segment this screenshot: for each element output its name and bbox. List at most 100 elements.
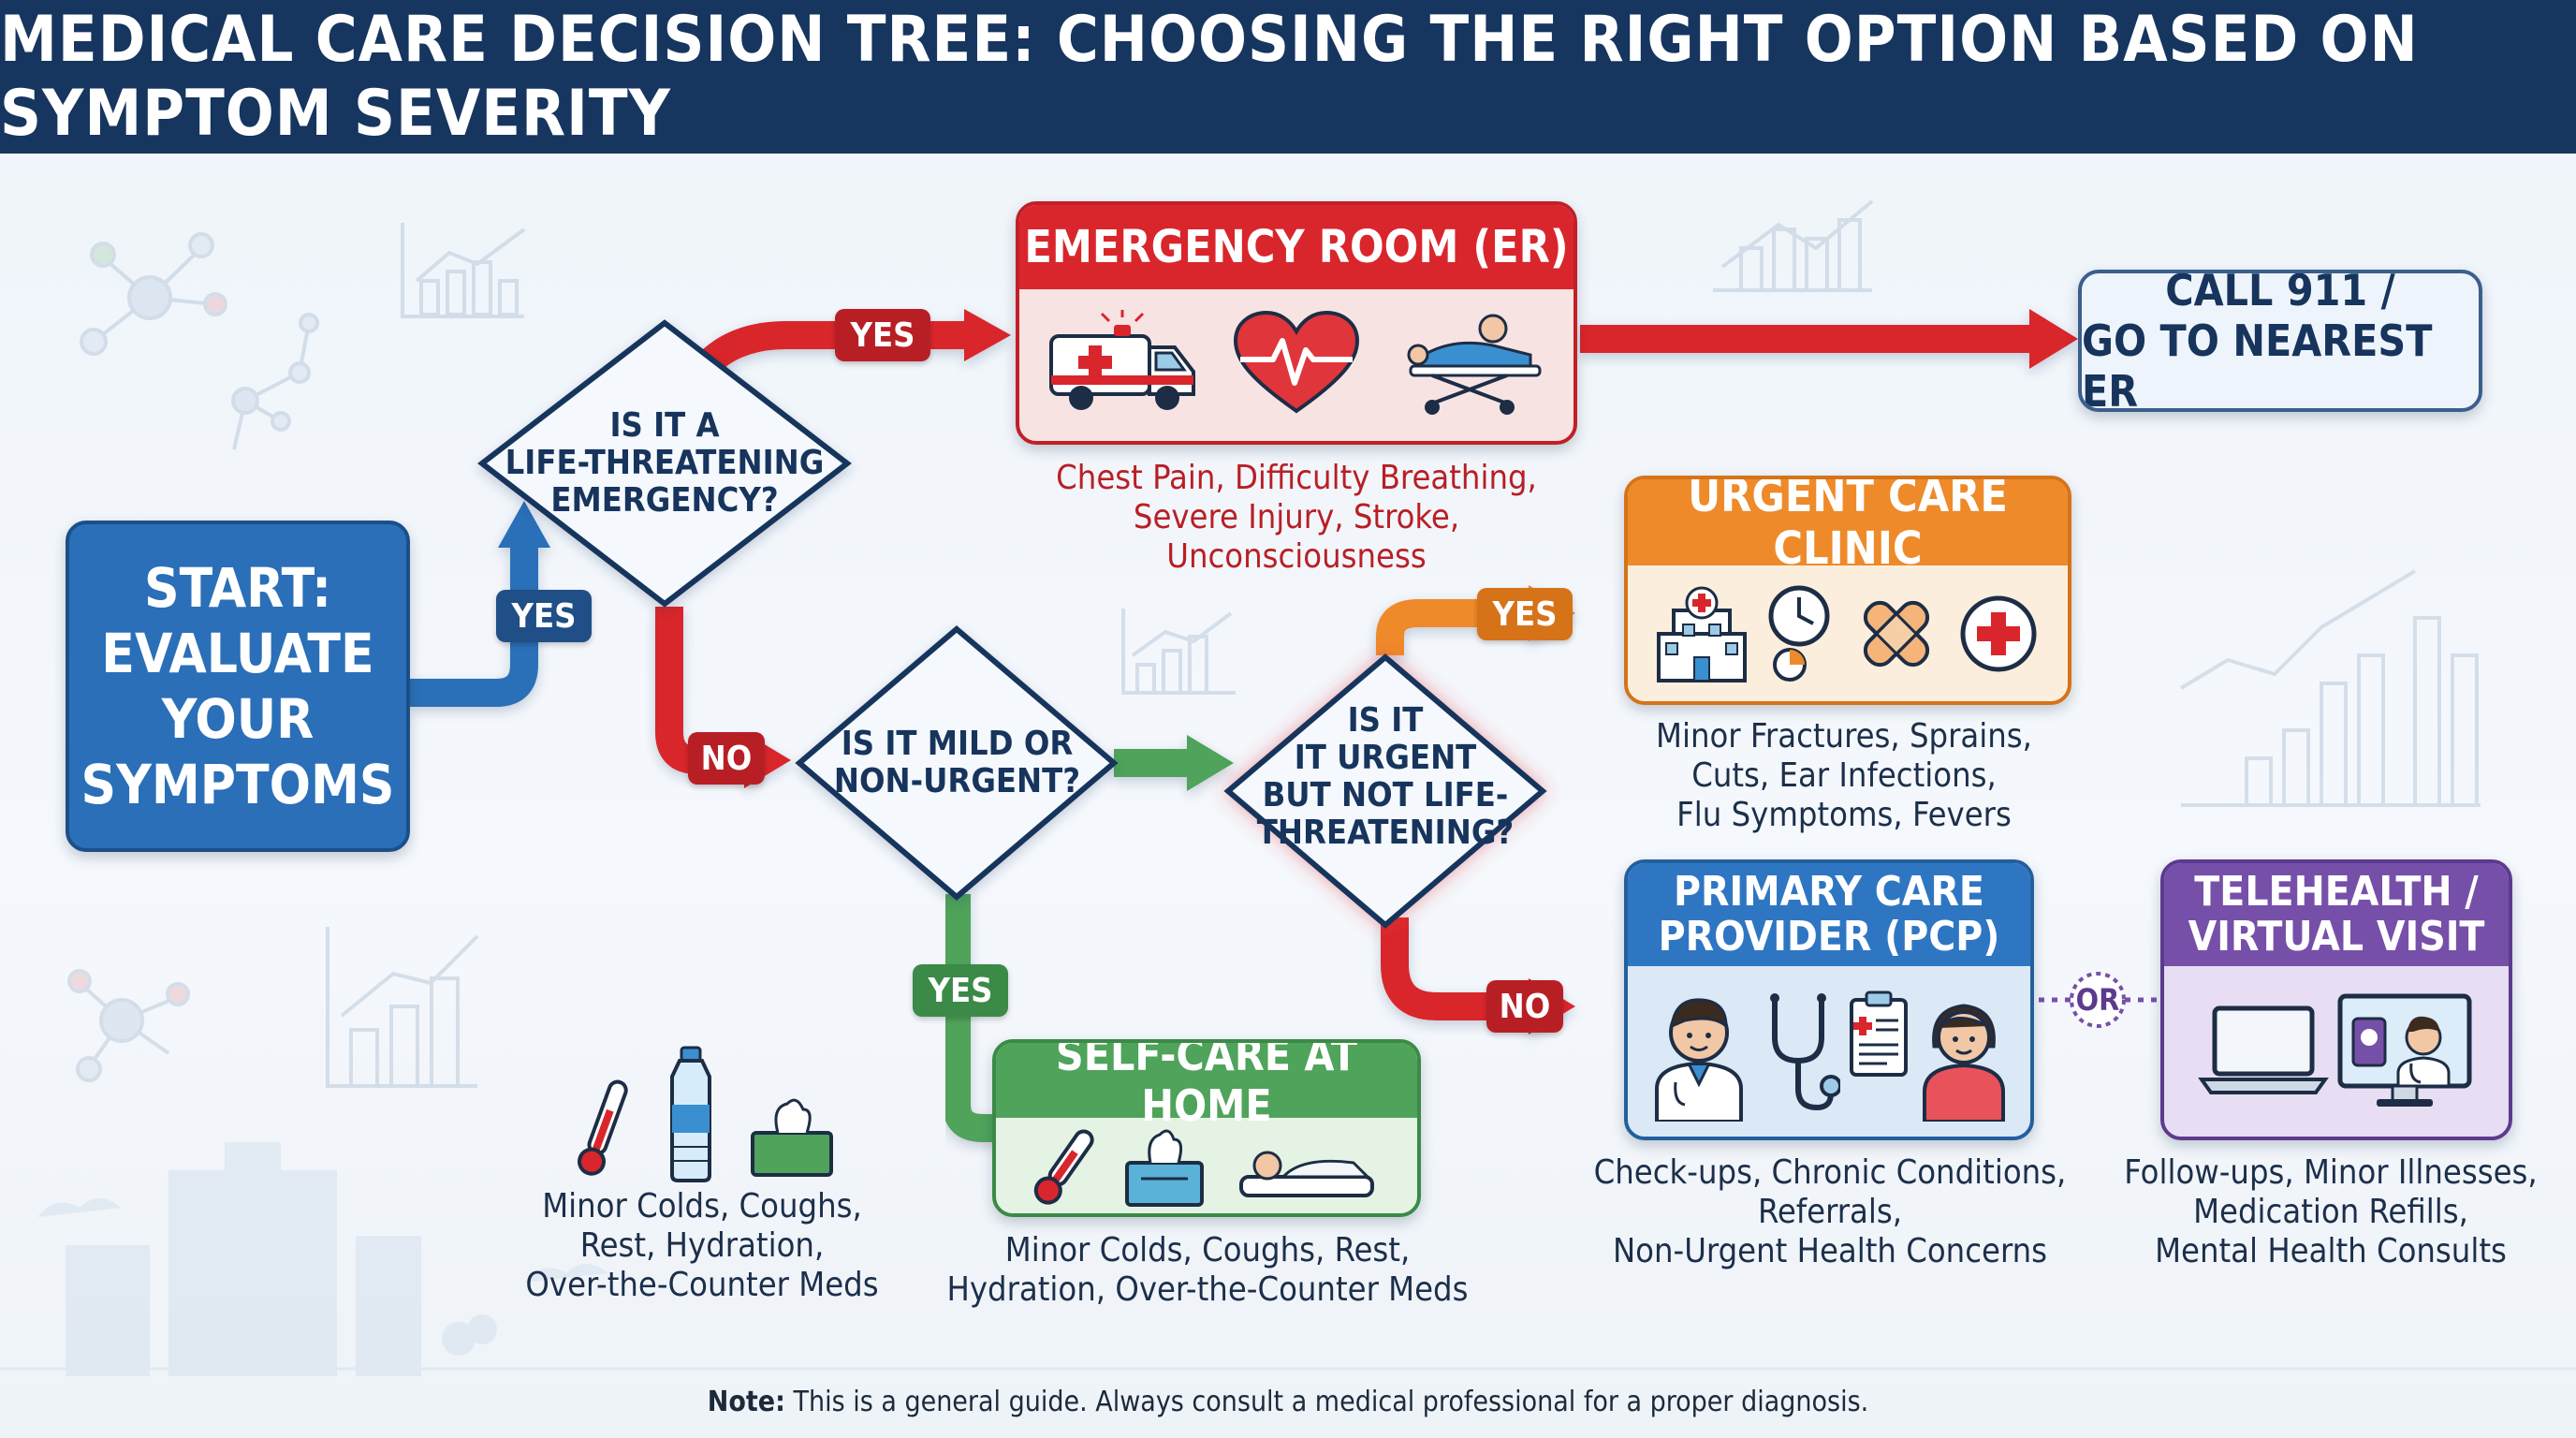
pcp-icons (1628, 966, 2030, 1137)
ambulance-icon (1049, 310, 1195, 410)
heart-pulse-icon (1233, 310, 1360, 414)
condition-line: Over-the-Counter Meds (525, 1266, 879, 1304)
question-line: EMERGENCY? (550, 481, 779, 520)
er-conditions: Chest Pain, Difficulty Breathing, Severe… (992, 459, 1601, 577)
video-call-doctor-icon (2337, 993, 2472, 1107)
water-bottle-icon (670, 1046, 711, 1182)
footer-note: Note: This is a general guide. Always co… (0, 1386, 2576, 1418)
stretcher-patient-icon (1407, 314, 1542, 415)
bar-chart-decoration (1121, 609, 1236, 695)
start-line: START: (144, 556, 331, 620)
resting-person-icon (1239, 1151, 1374, 1197)
home-care-icons (571, 1044, 852, 1184)
hospital-building-icon (1657, 586, 1747, 682)
medical-cross-icon (1960, 595, 2037, 671)
question-line: IS IT A (609, 406, 720, 445)
yes-label-start: YES (496, 590, 592, 642)
condition-line: Minor Fractures, Sprains, (1656, 717, 2032, 756)
condition-line: Severe Injury, Stroke, (1133, 498, 1460, 536)
yes-label-urgentcare: YES (1477, 588, 1573, 640)
thermometer-icon (1033, 1129, 1094, 1205)
background-decorations (0, 199, 2576, 1376)
start-box: START: EVALUATE YOUR SYMPTOMS (66, 521, 410, 852)
urgent-care-conditions: Minor Fractures, Sprains, Cuts, Ear Infe… (1573, 717, 2115, 835)
question-line: NON-URGENT? (833, 762, 1081, 800)
page-title: MEDICAL CARE DECISION TREE: CHOOSING THE… (0, 3, 2419, 151)
connector-er-to-call911 (1580, 309, 2078, 369)
connector-q2-to-q3 (1114, 735, 1234, 791)
self-care-box: SELF-CARE AT HOME (992, 1039, 1421, 1217)
condition-line: Mental Health Consults (2155, 1232, 2507, 1270)
question-line: BUT NOT LIFE- (1262, 776, 1509, 814)
no-label-pcp: NO (1486, 980, 1563, 1033)
condition-line: Flu Symptoms, Fevers (1676, 796, 2012, 834)
note-label: Note: (707, 1386, 785, 1418)
self-care-title: SELF-CARE AT HOME (996, 1043, 1417, 1131)
diamond-life-threatening (477, 319, 852, 608)
diamond-mild (795, 625, 1119, 901)
condition-line: Rest, Hydration, (579, 1226, 825, 1265)
start-line: SYMPTOMS (80, 753, 395, 816)
connector-q2-to-selfcare (943, 894, 1011, 1142)
question-mild: IS IT MILD OR NON-URGENT? (824, 716, 1090, 810)
condition-line: Referrals, (1757, 1193, 1903, 1231)
telehealth-title-line: VIRTUAL VISIT (2188, 913, 2485, 961)
call911-box: CALL 911 / GO TO NEAREST ER (2078, 270, 2482, 412)
bar-chart-decoration (2179, 569, 2481, 807)
condition-line: Chest Pain, Difficulty Breathing, (1056, 459, 1537, 497)
urgent-care-box: URGENT CARE CLINIC (1624, 476, 2071, 705)
laptop-icon (2198, 1005, 2329, 1094)
hospital-skyline-decoration (37, 1142, 608, 1376)
start-line: EVALUATE (101, 622, 374, 685)
condition-line: Check-ups, Chronic Conditions, (1593, 1153, 2067, 1192)
self-care-icons (996, 1118, 1417, 1213)
doctor-icon (1655, 998, 1743, 1122)
telehealth-title-line: TELEHEALTH / (2194, 868, 2479, 916)
condition-line: Minor Colds, Coughs, (542, 1187, 862, 1225)
patient-icon (1923, 1004, 2005, 1122)
er-icons (1019, 289, 1573, 439)
clipboard-icon (1850, 990, 1908, 1077)
tissue-box-icon (751, 1098, 833, 1177)
molecule-icon (231, 313, 319, 450)
telehealth-title: TELEHEALTH / VIRTUAL VISIT (2164, 863, 2509, 966)
connector-q1-to-er (701, 309, 1011, 372)
call911-line: CALL 911 / (2165, 270, 2395, 315)
pcp-title: PRIMARY CARE PROVIDER (PCP) (1628, 863, 2030, 966)
molecule-icon (80, 232, 227, 356)
question-line: IS IT MILD OR (841, 725, 1074, 763)
self-care-conditions: Minor Colds, Coughs, Rest, Hydration, Ov… (936, 1231, 1479, 1310)
question-line: IT URGENT (1294, 739, 1477, 777)
condition-line: Minor Colds, Coughs, Rest, (1004, 1231, 1411, 1269)
diamond-urgent (1223, 653, 1547, 929)
pcp-box: PRIMARY CARE PROVIDER (PCP) (1624, 859, 2034, 1140)
pcp-conditions: Check-ups, Chronic Conditions, Referrals… (1563, 1153, 2097, 1271)
er-title: EMERGENCY ROOM (ER) (1019, 205, 1573, 289)
urgent-care-title: URGENT CARE CLINIC (1628, 479, 2068, 575)
home-care-conditions: Minor Colds, Coughs, Rest, Hydration, Ov… (459, 1187, 945, 1305)
thermometer-icon (578, 1079, 628, 1176)
stethoscope-icon (1770, 993, 1840, 1111)
call911-line: GO TO NEAREST ER (2082, 315, 2433, 412)
yes-label-selfcare: YES (913, 964, 1008, 1017)
note-text: This is a general guide. Always consult … (784, 1386, 1869, 1418)
molecule-icon (67, 969, 190, 1082)
question-line: LIFE-THREATENING (505, 444, 825, 482)
telehealth-conditions: Follow-ups, Minor Illnesses, Medication … (2097, 1153, 2565, 1271)
bandage-icon (1863, 600, 1930, 667)
bar-chart-decoration (401, 223, 526, 318)
bar-chart-decoration (326, 927, 479, 1088)
or-label: OR (2075, 982, 2120, 1018)
question-line: IS IT (1347, 701, 1424, 740)
title-bar: MEDICAL CARE DECISION TREE: CHOOSING THE… (0, 0, 2576, 154)
telehealth-box: TELEHEALTH / VIRTUAL VISIT (2160, 859, 2512, 1140)
no-label-q1: NO (688, 732, 765, 785)
question-life-threatening: IS IT A LIFE-THREATENING EMERGENCY? (505, 393, 825, 534)
question-line: THREATENING? (1256, 814, 1515, 852)
er-box: EMERGENCY ROOM (ER) (1016, 201, 1577, 445)
urgent-care-icons (1628, 565, 2068, 701)
pcp-title-line: PROVIDER (PCP) (1658, 913, 2000, 961)
condition-line: Follow-ups, Minor Illnesses, (2124, 1153, 2538, 1192)
tissue-box-icon (1125, 1129, 1204, 1207)
